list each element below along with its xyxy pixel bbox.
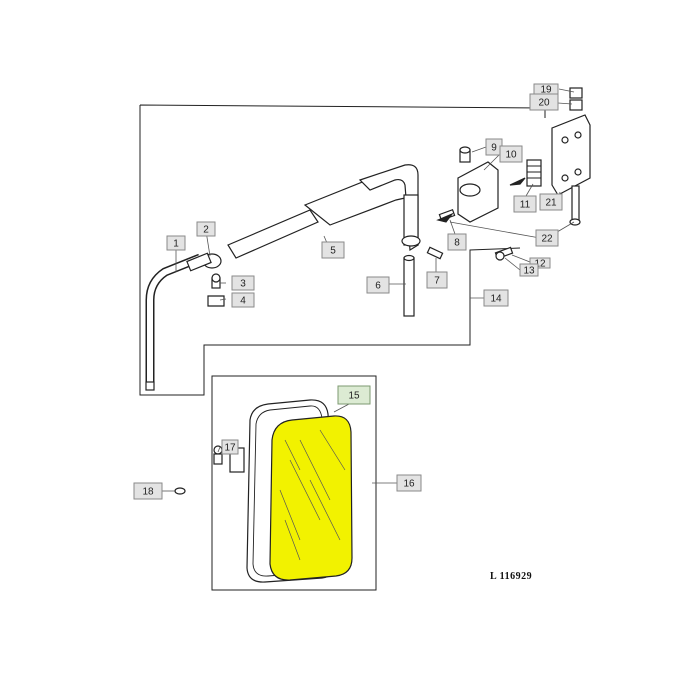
washer-18 bbox=[174, 487, 186, 495]
callout-4: 4 bbox=[231, 292, 255, 308]
callout-number: 1 bbox=[173, 239, 179, 250]
callout-box bbox=[529, 93, 559, 111]
callout-10: 10 bbox=[499, 145, 523, 163]
callout-box bbox=[513, 195, 537, 213]
callout-box bbox=[133, 482, 163, 500]
hinge-bracket bbox=[457, 146, 499, 223]
callout-number: 16 bbox=[403, 479, 415, 490]
callout-3: 3 bbox=[231, 275, 255, 291]
callout-number: 19 bbox=[540, 85, 552, 96]
rod-collar bbox=[186, 252, 222, 272]
spring bbox=[526, 159, 542, 187]
direction-arrow bbox=[509, 177, 526, 186]
callout-number: 18 bbox=[142, 487, 154, 498]
callout-box bbox=[231, 292, 255, 308]
mirror-glass bbox=[269, 415, 353, 581]
callout-number: 7 bbox=[434, 276, 440, 287]
callout-box bbox=[337, 385, 371, 405]
callout-number: 14 bbox=[490, 294, 502, 305]
callout-box bbox=[396, 474, 422, 492]
callout-number: 21 bbox=[545, 198, 557, 209]
callout-box bbox=[231, 275, 255, 291]
callout-8: 8 bbox=[447, 233, 467, 251]
callout-number: 6 bbox=[375, 281, 381, 292]
callout-number: 13 bbox=[523, 266, 535, 277]
callout-number: 20 bbox=[538, 98, 550, 109]
callout-17: 17 bbox=[221, 439, 239, 455]
callout-12: 12 bbox=[529, 257, 551, 270]
callout-number: 8 bbox=[454, 238, 460, 249]
callout-20: 20 bbox=[529, 93, 559, 111]
callout-7: 7 bbox=[426, 271, 448, 289]
callout-number: 12 bbox=[534, 259, 546, 270]
callout-number: 4 bbox=[240, 296, 246, 307]
direction-arrow-lower bbox=[436, 212, 454, 223]
pivot-pin bbox=[403, 254, 415, 317]
callout-13: 13 bbox=[519, 263, 539, 277]
callout-box bbox=[426, 271, 448, 289]
callout-box bbox=[221, 439, 239, 455]
bolt-13 bbox=[494, 246, 514, 261]
nut-19 bbox=[569, 87, 583, 99]
callout-number: 3 bbox=[240, 279, 246, 290]
callout-22: 22 bbox=[535, 229, 559, 247]
callout-number: 10 bbox=[505, 150, 517, 161]
callout-box bbox=[321, 241, 345, 259]
callout-11: 11 bbox=[513, 195, 537, 213]
mounting-plate bbox=[551, 114, 591, 196]
callout-number: 22 bbox=[541, 234, 553, 245]
callout-number: 11 bbox=[520, 200, 531, 211]
callout-box bbox=[483, 289, 509, 307]
mirror-rod bbox=[145, 253, 202, 391]
callout-number: 2 bbox=[203, 225, 209, 236]
mirror-arm bbox=[227, 164, 421, 259]
bolt-22 bbox=[569, 185, 581, 226]
callout-box bbox=[535, 229, 559, 247]
callout-14: 14 bbox=[483, 289, 509, 307]
callout-21: 21 bbox=[539, 193, 563, 211]
callout-5: 5 bbox=[321, 241, 345, 259]
callout-box bbox=[539, 193, 563, 211]
callout-2: 2 bbox=[196, 221, 216, 237]
callout-box bbox=[447, 233, 467, 251]
callout-box bbox=[519, 263, 539, 277]
nut-4 bbox=[207, 295, 225, 307]
callout-16: 16 bbox=[396, 474, 422, 492]
mirror-glass-highlight bbox=[269, 415, 353, 581]
callout-box bbox=[499, 145, 523, 163]
callout-box bbox=[366, 276, 390, 294]
callout-6: 6 bbox=[366, 276, 390, 294]
nut-20 bbox=[569, 99, 583, 111]
callout-box bbox=[529, 257, 551, 269]
callout-number: 5 bbox=[330, 246, 336, 257]
callout-18: 18 bbox=[133, 482, 163, 500]
callout-number: 15 bbox=[348, 391, 360, 402]
callout-15: 15 bbox=[337, 385, 371, 405]
callout-number: 17 bbox=[224, 443, 236, 454]
roll-pin bbox=[426, 246, 444, 260]
callout-box bbox=[166, 235, 186, 251]
reference-number: L 116929 bbox=[490, 571, 532, 582]
callout-1: 1 bbox=[166, 235, 186, 251]
callout-number: 9 bbox=[491, 143, 497, 154]
callout-box bbox=[196, 221, 216, 237]
screw-3 bbox=[211, 273, 221, 289]
